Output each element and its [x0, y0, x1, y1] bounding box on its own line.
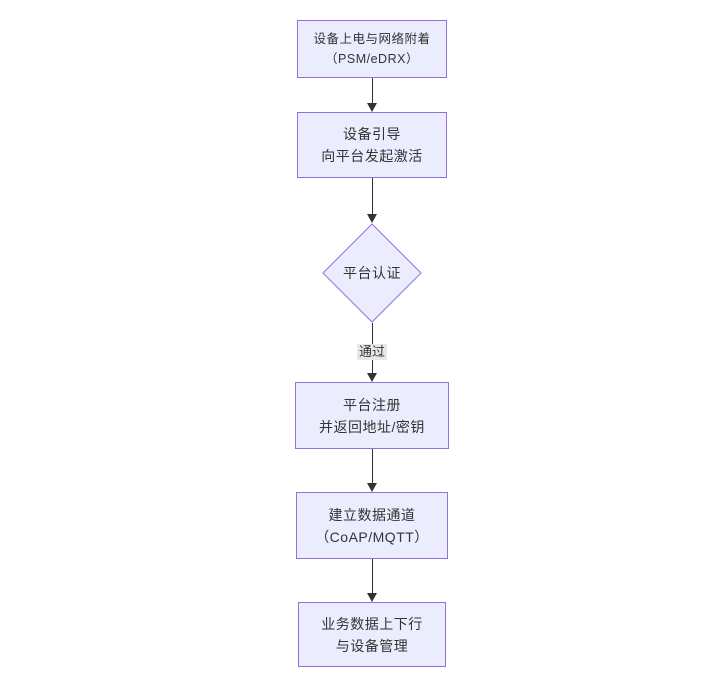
edge-line — [371, 178, 373, 214]
arrowhead-down-icon — [367, 103, 377, 112]
flow-node-data-channel: 建立数据通道 （CoAP/MQTT） — [296, 492, 448, 559]
node-text-line: （CoAP/MQTT） — [315, 528, 429, 545]
node-text-line: 与设备管理 — [335, 637, 409, 654]
node-text-line: 设备引导 — [343, 126, 401, 142]
arrowhead-down-icon — [367, 214, 377, 223]
arrowhead-down-icon — [367, 373, 377, 382]
flow-node-bootstrap: 设备引导 向平台发起激活 — [297, 112, 447, 178]
edge-arrow-4 — [367, 449, 377, 492]
edge-line — [371, 78, 373, 103]
arrowhead-down-icon — [367, 593, 377, 602]
node-text-line: 并返回地址/密钥 — [319, 418, 425, 435]
edge-arrow-2 — [367, 178, 377, 223]
node-text-line: 向平台发起激活 — [321, 148, 423, 164]
node-text-line: （PSM/eDRX） — [325, 52, 419, 66]
flow-node-business-data: 业务数据上下行 与设备管理 — [298, 602, 446, 667]
edge-line — [371, 449, 373, 483]
arrowhead-down-icon — [367, 483, 377, 492]
diamond-shape — [322, 223, 422, 323]
node-text-line: 建立数据通道 — [328, 506, 416, 523]
flow-node-platform-auth: 平台认证 — [322, 223, 422, 323]
edge-line — [371, 559, 373, 593]
node-text-line: 平台注册 — [343, 396, 401, 413]
node-text-line: 业务数据上下行 — [321, 615, 423, 632]
flow-node-platform-register: 平台注册 并返回地址/密钥 — [295, 382, 449, 449]
node-text-line: 平台认证 — [343, 265, 401, 281]
edge-arrow-1 — [367, 78, 377, 112]
edge-label-pass: 通过 — [356, 344, 388, 360]
node-text-line: 设备上电与网络附着 — [313, 32, 431, 46]
edge-arrow-5 — [367, 559, 377, 602]
flow-node-power-attach: 设备上电与网络附着 （PSM/eDRX） — [297, 20, 447, 78]
